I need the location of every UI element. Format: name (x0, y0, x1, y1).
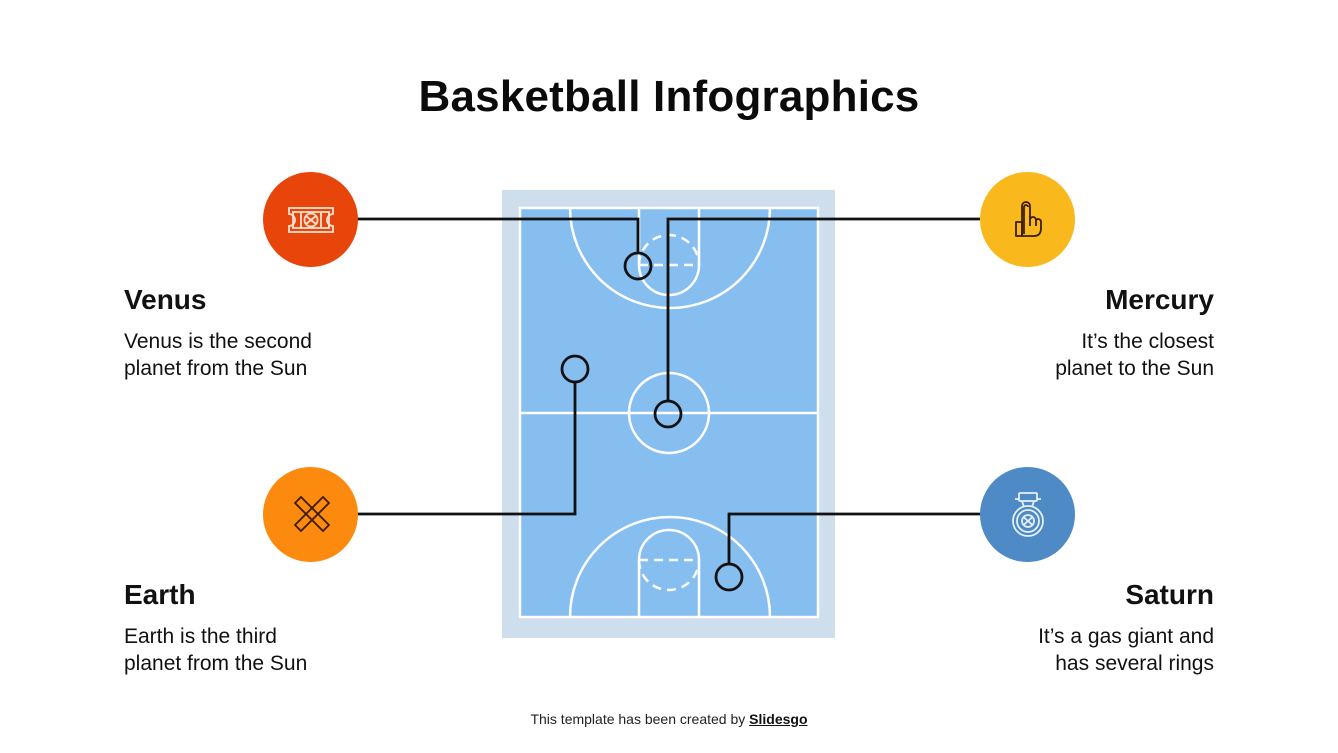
foam-finger-icon (1014, 200, 1042, 237)
saturn-desc-line-1: It’s a gas giant and (1038, 625, 1214, 648)
earth-marker (560, 354, 590, 384)
venus-desc-line-1: Venus is the second (124, 330, 312, 353)
saturn-marker (714, 562, 744, 592)
footer-prefix: This template has been created by (530, 711, 750, 727)
mercury-icon-circle (980, 172, 1075, 267)
saturn-icon-circle (980, 467, 1075, 562)
saturn-title: Saturn (1125, 579, 1214, 610)
mercury-desc-line-2: planet to the Sun (1055, 357, 1214, 380)
basketball-medal-icon (1011, 491, 1044, 537)
mercury-title: Mercury (1105, 284, 1214, 315)
earth-description: Earth is the third planet from the Sun (124, 623, 307, 677)
saturn-connector (727, 512, 980, 564)
slide-title: Basketball Infographics (418, 72, 920, 121)
venus-connector (357, 217, 640, 253)
venus-desc-line-2: planet from the Sun (124, 357, 308, 380)
earth-icon-circle (263, 467, 358, 562)
saturn-desc-line-2: has several rings (1055, 652, 1214, 675)
venus-title: Venus (124, 284, 207, 315)
mercury-description: It’s the closest planet to the Sun (1055, 328, 1214, 382)
earth-desc-line-1: Earth is the third (124, 625, 277, 648)
slidesgo-link[interactable]: Slidesgo (749, 711, 808, 727)
mercury-connector (666, 217, 980, 401)
connector-lines (357, 217, 980, 592)
earth-connector (357, 382, 577, 516)
footer-credit: This template has been created by Slides… (0, 711, 1338, 727)
mercury-desc-line-1: It’s the closest (1081, 330, 1214, 353)
crossed-tape-icon (293, 495, 330, 532)
venus-description: Venus is the second planet from the Sun (124, 328, 312, 382)
earth-title: Earth (124, 579, 196, 610)
mercury-marker (653, 399, 683, 429)
ticket-basketball-icon (287, 206, 334, 233)
venus-marker (623, 251, 653, 281)
saturn-description: It’s a gas giant and has several rings (1038, 623, 1214, 677)
earth-desc-line-2: planet from the Sun (124, 652, 308, 675)
venus-icon-circle (263, 172, 358, 267)
